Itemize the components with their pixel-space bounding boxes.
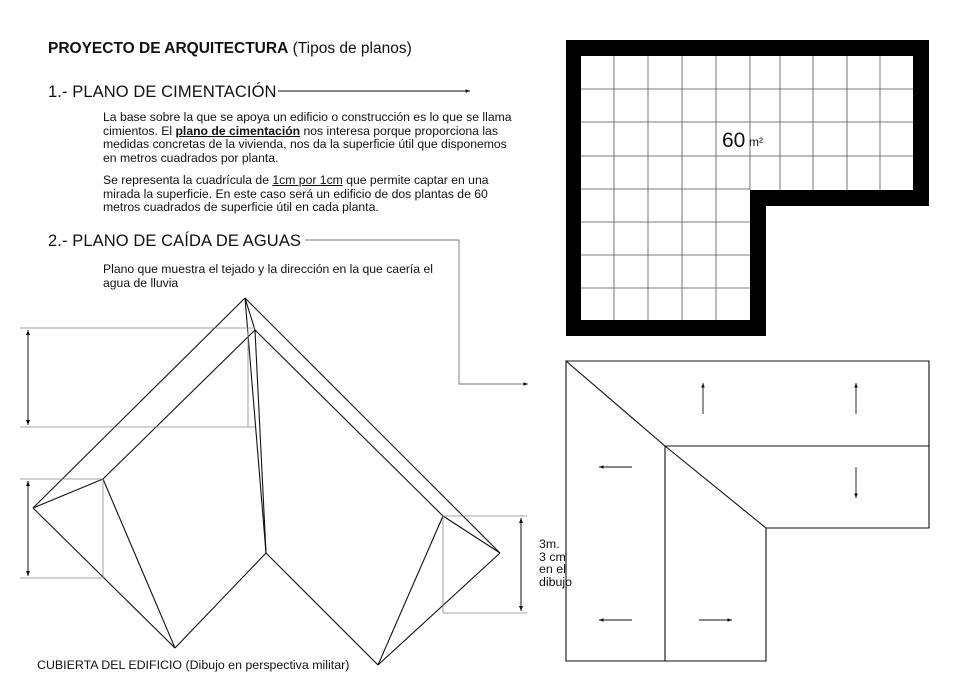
dimension-label-line4: dibujo: [539, 574, 573, 589]
roof-perspective: [32, 297, 501, 666]
foundation-wall: [566, 40, 929, 336]
persp-right-eave-front: [377, 552, 501, 666]
section1-p1-bold-term: plano de cimentación: [175, 123, 301, 138]
dimension-label: 3m. 3 cm en el dibujo: [539, 538, 572, 588]
dimension-label-line2: 3 cm: [539, 549, 566, 564]
dimension-label-line3: en el: [539, 562, 566, 577]
persp-center-eave-right: [265, 552, 379, 666]
section1-p2-underlined: 1cm por 1cm: [272, 173, 343, 187]
persp-valley-right: [244, 297, 267, 554]
persp-eave-left-back: [32, 297, 246, 509]
section1-p2-text-b: que permite captar en una mirada la supe…: [103, 173, 489, 215]
page-title-subtitle: (Tipos de planos): [292, 40, 412, 57]
perspective-construction-lines: [20, 327, 527, 614]
dimension-label-line1: 3m.: [539, 537, 560, 551]
perspective-dimension-arrows: [26, 330, 523, 611]
section1-p1-text-a: La base sobre la que se apoya un edifici…: [103, 110, 512, 138]
persp-left-eave-front: [32, 507, 176, 649]
area-value: 60: [722, 129, 745, 152]
water-flow-arrows: [599, 383, 858, 622]
persp-left-hip-b: [102, 478, 176, 649]
section2-leader-arrow: [305, 239, 528, 386]
perspective-caption: CUBIERTA DEL EDIFICIO (Dibujo en perspec…: [37, 658, 350, 672]
roof-drainage-plan: [565, 360, 930, 662]
persp-ridge-right: [254, 329, 444, 517]
persp-valley-left: [254, 329, 267, 554]
persp-hip-top: [244, 297, 256, 331]
roof-plan-valley-line: [664, 445, 767, 529]
section1-paragraph2: Se representa la cuadrícula de 1cm por 1…: [103, 173, 513, 215]
persp-ridge-left: [102, 329, 256, 480]
roof-plan-outline: [565, 360, 930, 662]
roof-plan-hip-line: [565, 360, 666, 447]
persp-eave-right-back: [244, 297, 501, 554]
page-title: PROYECTO DE ARQUITECTURA (Tipos de plano…: [48, 40, 412, 58]
section1-heading: 1.- PLANO DE CIMENTACIÓN: [48, 83, 277, 101]
section2-paragraph: Plano que muestra el tejado y la direcci…: [103, 262, 433, 290]
persp-right-hip-b: [377, 515, 444, 666]
persp-center-eave-left: [174, 552, 267, 649]
area-unit: m²: [749, 135, 763, 149]
foundation-grid: [581, 56, 913, 320]
foundation-plan: 60 m²: [566, 40, 929, 336]
persp-right-hip-a: [442, 515, 501, 554]
page-title-bold: PROYECTO DE ARQUITECTURA: [48, 40, 289, 57]
section1-p1-text-b: nos interesa porque proporciona las medi…: [103, 123, 507, 165]
persp-left-hip-a: [32, 478, 104, 509]
section1-p2-text-a: Se representa la cuadrícula de: [103, 173, 273, 187]
section1-paragraph1: La base sobre la que se apoya un edifici…: [103, 110, 513, 165]
section2-heading: 2.- PLANO DE CAÍDA DE AGUAS: [48, 232, 302, 250]
